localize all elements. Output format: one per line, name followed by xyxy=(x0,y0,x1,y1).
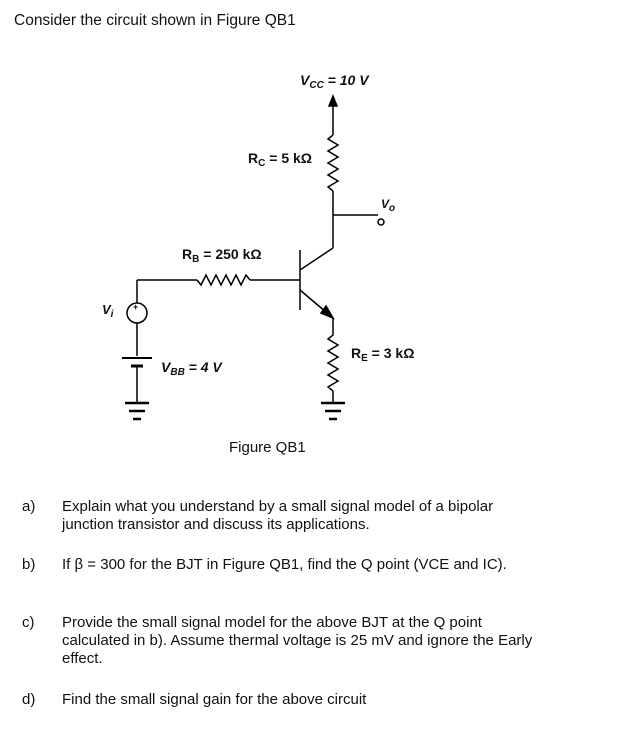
question-c: c) Provide the small signal model for th… xyxy=(22,614,602,672)
question-text: Explain what you understand by a small s… xyxy=(62,498,494,533)
re-label: RE = 3 kΩ xyxy=(351,345,415,364)
question-letter: a) xyxy=(22,498,36,515)
question-letter: b) xyxy=(22,556,36,573)
vcc-label: VCC = 10 V xyxy=(300,72,369,91)
question-text: Provide the small signal model for the a… xyxy=(62,614,533,667)
question-b: b) If β = 300 for the BJT in Figure QB1,… xyxy=(22,556,602,576)
source-plus-sign: + xyxy=(133,302,139,312)
question-a: a) Explain what you understand by a smal… xyxy=(22,498,602,538)
circuit-figure: VCC = 10 V RC = 5 kΩ Vo RB = 250 kΩ Vi +… xyxy=(102,72,415,456)
vi-label: Vi xyxy=(102,302,114,320)
rb-resistor xyxy=(196,273,251,287)
transistor-collector-lead xyxy=(299,247,334,271)
intro-text: Consider the circuit shown in Figure QB1 xyxy=(14,12,296,29)
question-letter: d) xyxy=(22,691,36,708)
vo-terminal xyxy=(377,218,385,226)
vbb-label: VBB = 4 V xyxy=(161,359,222,378)
vcc-arrow xyxy=(327,93,339,107)
vo-label: Vo xyxy=(381,197,396,214)
rc-label: RC = 5 kΩ xyxy=(248,150,313,169)
question-d: d) Find the small signal gain for the ab… xyxy=(22,691,602,711)
rc-resistor xyxy=(326,134,340,192)
re-resistor xyxy=(326,318,340,392)
circuit-schematic xyxy=(122,93,385,421)
question-text: If β = 300 for the BJT in Figure QB1, fi… xyxy=(62,556,507,573)
emitter-arrow xyxy=(319,304,335,320)
figure-caption: Figure QB1 xyxy=(229,439,306,456)
rb-label: RB = 250 kΩ xyxy=(182,246,262,265)
question-letter: c) xyxy=(22,614,35,631)
question-text: Find the small signal gain for the above… xyxy=(62,691,367,708)
